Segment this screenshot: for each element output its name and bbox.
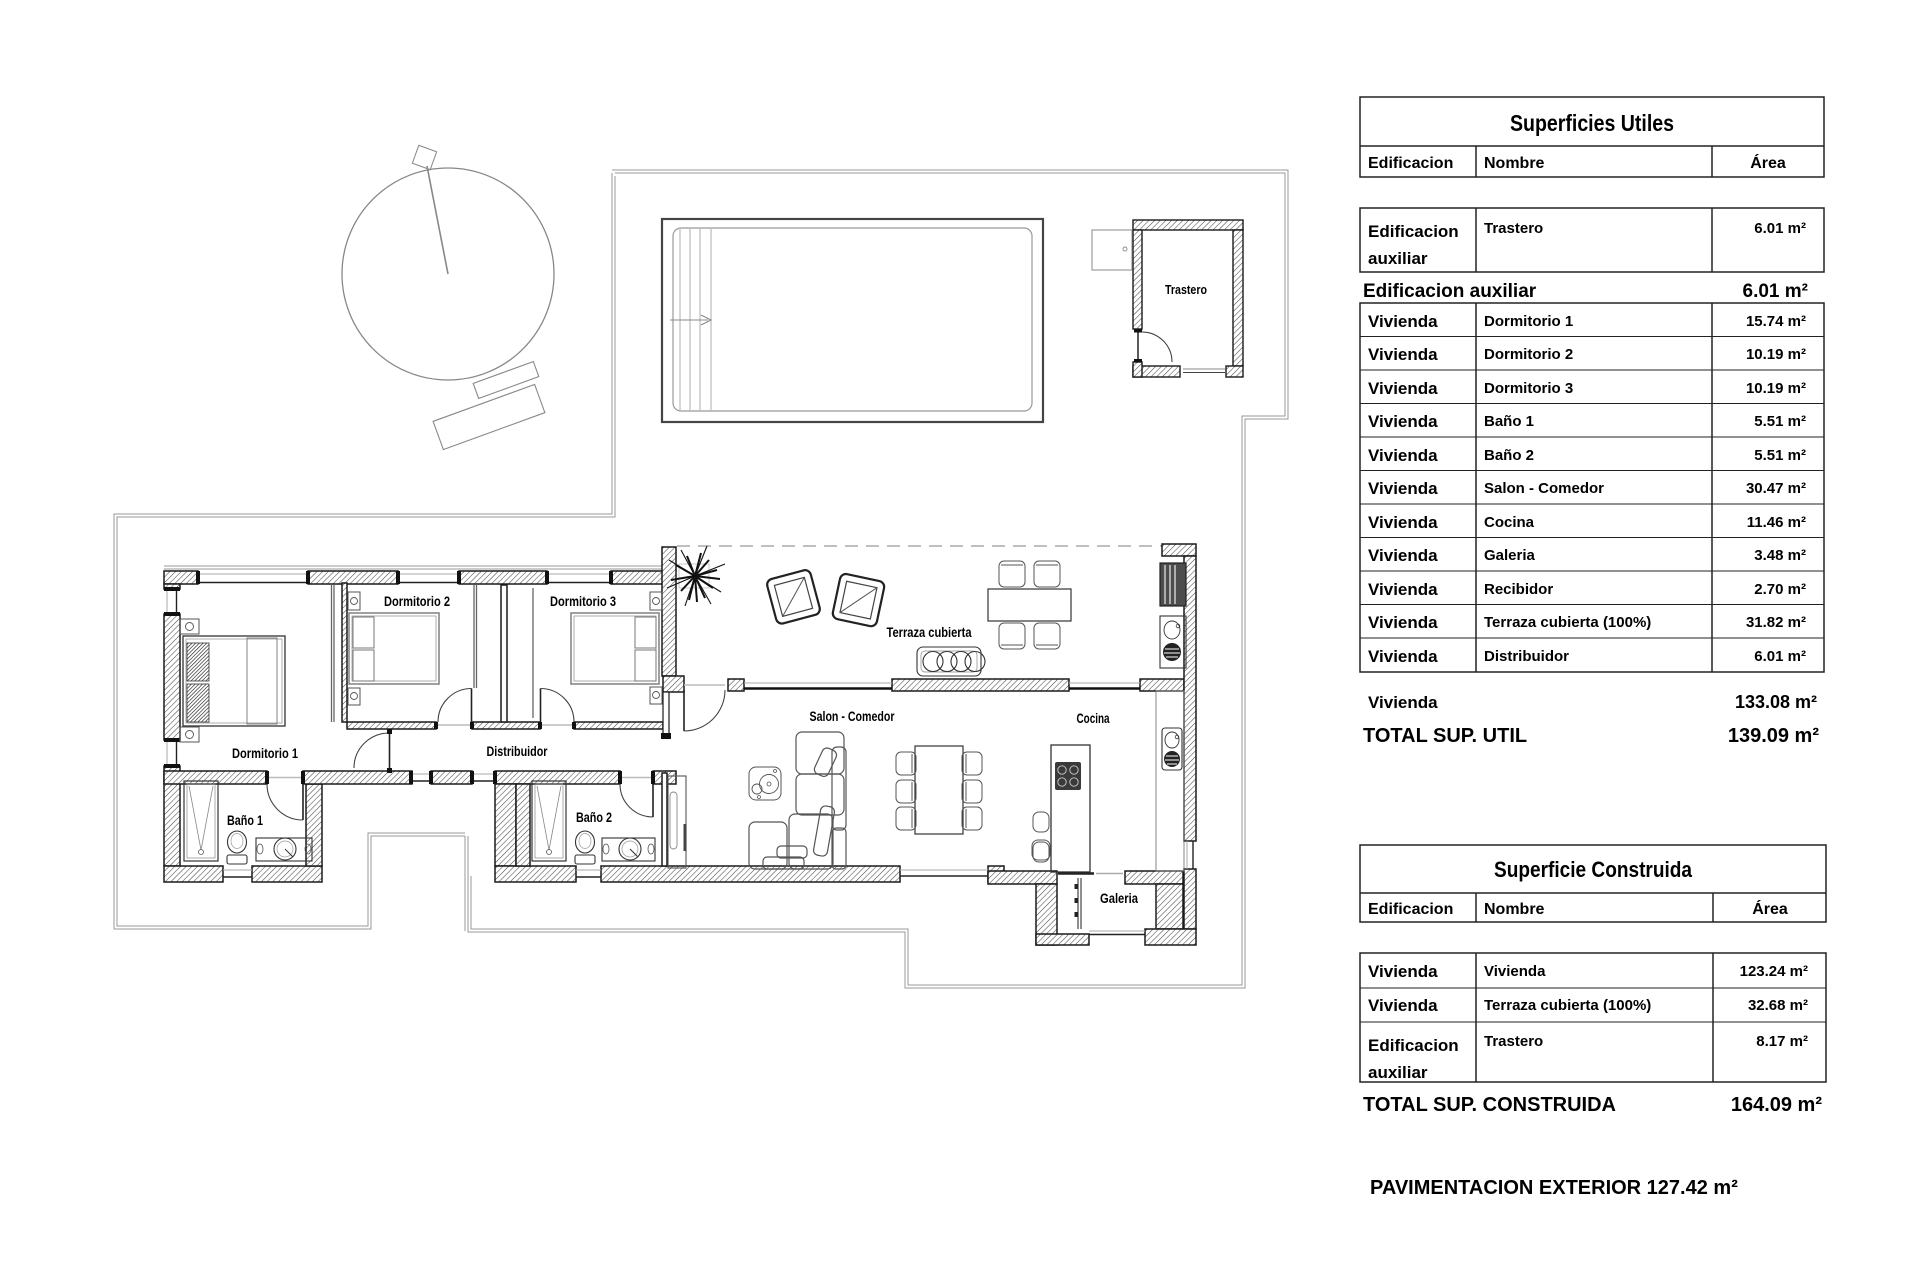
svg-text:Superficies Utiles: Superficies Utiles: [1510, 110, 1674, 136]
svg-text:6.01 m²: 6.01 m²: [1743, 281, 1808, 302]
svg-text:auxiliar: auxiliar: [1368, 1063, 1428, 1082]
svg-text:Edificacion: Edificacion: [1368, 901, 1453, 918]
svg-text:Vivienda: Vivienda: [1368, 513, 1438, 532]
svg-text:Terraza cubierta (100%): Terraza cubierta (100%): [1484, 614, 1651, 631]
svg-text:Vivienda: Vivienda: [1368, 379, 1438, 398]
svg-text:Dormitorio 3: Dormitorio 3: [1484, 380, 1573, 397]
svg-text:Cocina: Cocina: [1484, 514, 1535, 531]
svg-text:Vivienda: Vivienda: [1368, 693, 1438, 712]
svg-text:Trastero: Trastero: [1484, 1033, 1543, 1050]
svg-text:Baño 1: Baño 1: [1484, 413, 1534, 430]
svg-text:Vivienda: Vivienda: [1368, 345, 1438, 364]
svg-text:auxiliar: auxiliar: [1368, 249, 1428, 268]
svg-text:Baño 2: Baño 2: [576, 809, 612, 825]
svg-text:Recibidor: Recibidor: [1484, 581, 1553, 598]
svg-text:Vivienda: Vivienda: [1368, 412, 1438, 431]
svg-text:Vivienda: Vivienda: [1368, 580, 1438, 599]
svg-text:Nombre: Nombre: [1484, 901, 1545, 918]
svg-text:TOTAL SUP. UTIL: TOTAL SUP. UTIL: [1363, 725, 1527, 747]
svg-text:Vivienda: Vivienda: [1368, 647, 1438, 666]
svg-text:Área: Área: [1752, 899, 1788, 918]
svg-text:PAVIMENTACION EXTERIOR 127.42: PAVIMENTACION EXTERIOR 127.42 m²: [1370, 1177, 1738, 1199]
svg-text:30.47 m²: 30.47 m²: [1746, 480, 1806, 497]
svg-text:5.51 m²: 5.51 m²: [1754, 413, 1806, 430]
svg-text:Terraza cubierta (100%): Terraza cubierta (100%): [1484, 997, 1651, 1014]
svg-text:Edificacion: Edificacion: [1368, 1036, 1459, 1055]
svg-text:Distribuidor: Distribuidor: [487, 744, 549, 759]
svg-text:Galeria: Galeria: [1484, 547, 1536, 564]
svg-text:Distribuidor: Distribuidor: [1484, 648, 1569, 665]
svg-text:6.01 m²: 6.01 m²: [1754, 648, 1806, 665]
svg-text:Trastero: Trastero: [1165, 283, 1207, 297]
svg-text:Vivienda: Vivienda: [1368, 962, 1438, 981]
svg-text:164.09 m²: 164.09 m²: [1731, 1094, 1823, 1116]
svg-text:Terraza cubierta: Terraza cubierta: [887, 625, 972, 640]
svg-text:Cocina: Cocina: [1077, 711, 1110, 726]
svg-text:2.70 m²: 2.70 m²: [1754, 581, 1806, 598]
svg-text:10.19 m²: 10.19 m²: [1746, 380, 1806, 397]
svg-text:Edificacion: Edificacion: [1368, 155, 1453, 172]
svg-text:Vivienda: Vivienda: [1368, 479, 1438, 498]
svg-text:Baño 2: Baño 2: [1484, 447, 1534, 464]
svg-text:Vivienda: Vivienda: [1368, 546, 1438, 565]
svg-text:Nombre: Nombre: [1484, 155, 1545, 172]
svg-text:15.74 m²: 15.74 m²: [1746, 313, 1806, 330]
svg-text:8.17 m²: 8.17 m²: [1756, 1033, 1808, 1050]
svg-text:Dormitorio 1: Dormitorio 1: [1484, 313, 1573, 330]
svg-text:Dormitorio 3: Dormitorio 3: [550, 594, 616, 609]
svg-text:6.01 m²: 6.01 m²: [1754, 220, 1806, 237]
svg-text:Superficie Construida: Superficie Construida: [1494, 857, 1693, 882]
svg-text:31.82 m²: 31.82 m²: [1746, 614, 1806, 631]
svg-text:Dormitorio 2: Dormitorio 2: [1484, 346, 1573, 363]
svg-text:139.09 m²: 139.09 m²: [1728, 725, 1820, 747]
svg-text:5.51 m²: 5.51 m²: [1754, 447, 1806, 464]
svg-text:Edificacion auxiliar: Edificacion auxiliar: [1363, 281, 1537, 302]
svg-text:123.24 m²: 123.24 m²: [1740, 963, 1808, 980]
svg-text:Vivienda: Vivienda: [1368, 446, 1438, 465]
svg-text:Vivienda: Vivienda: [1368, 613, 1438, 632]
svg-text:133.08 m²: 133.08 m²: [1735, 692, 1817, 712]
svg-text:Trastero: Trastero: [1484, 220, 1543, 237]
svg-text:3.48 m²: 3.48 m²: [1754, 547, 1806, 564]
svg-text:11.46 m²: 11.46 m²: [1747, 514, 1806, 531]
svg-text:Salon - Comedor: Salon - Comedor: [810, 709, 896, 724]
svg-text:Área: Área: [1750, 153, 1786, 172]
svg-text:Dormitorio 1: Dormitorio 1: [232, 746, 298, 761]
svg-text:10.19 m²: 10.19 m²: [1746, 346, 1806, 363]
svg-text:TOTAL SUP. CONSTRUIDA: TOTAL SUP. CONSTRUIDA: [1363, 1094, 1616, 1116]
svg-text:32.68 m²: 32.68 m²: [1748, 997, 1808, 1014]
svg-text:Baño 1: Baño 1: [227, 812, 263, 828]
svg-text:Galeria: Galeria: [1100, 891, 1138, 906]
svg-text:Dormitorio 2: Dormitorio 2: [384, 594, 450, 609]
svg-text:Edificacion: Edificacion: [1368, 222, 1459, 241]
svg-text:Vivienda: Vivienda: [1484, 963, 1546, 980]
svg-text:Salon - Comedor: Salon - Comedor: [1484, 480, 1604, 497]
svg-text:Vivienda: Vivienda: [1368, 312, 1438, 331]
svg-text:Vivienda: Vivienda: [1368, 996, 1438, 1015]
